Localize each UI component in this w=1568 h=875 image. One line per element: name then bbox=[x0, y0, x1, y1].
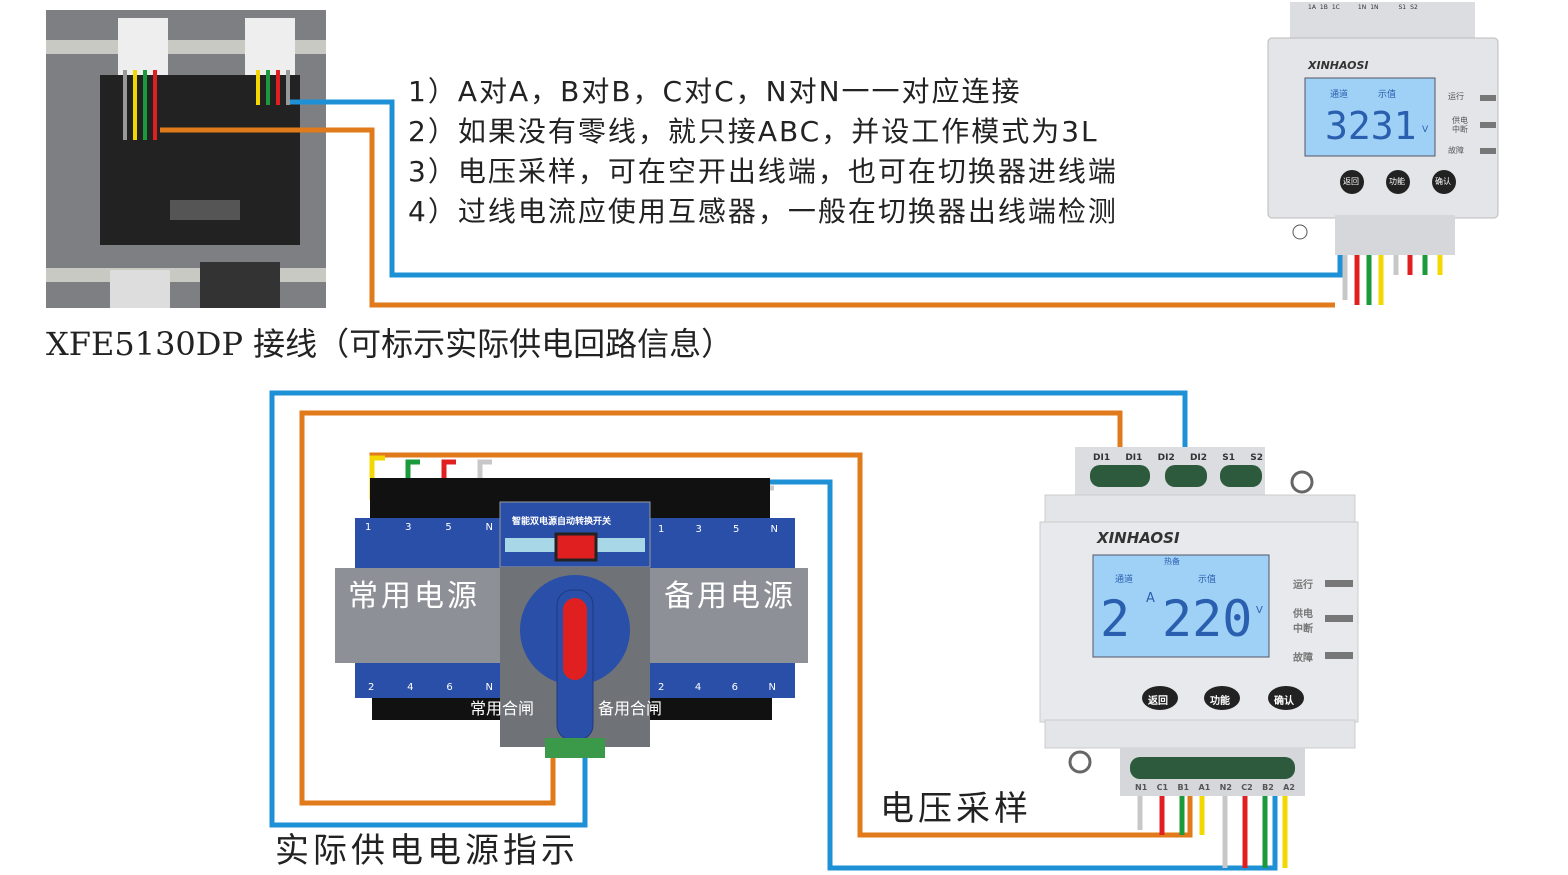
voltage-sampling-label: 电压采样 bbox=[880, 789, 1032, 829]
bottom-indicator-power: 供电 bbox=[1293, 609, 1313, 620]
top-lcd-label-left: 通道 bbox=[1330, 90, 1349, 100]
bottom-indicator-run: 运行 bbox=[1293, 580, 1313, 591]
ats-backup-output-terminals: 2 4 6 N bbox=[658, 682, 776, 694]
bottom-lcd-channel: 2 bbox=[1100, 590, 1131, 648]
terminal-label: 1C bbox=[1331, 4, 1340, 11]
bottom-lcd-mode: 热备 bbox=[1164, 557, 1180, 566]
wire-orange-top bbox=[160, 127, 1335, 308]
wire-orange-di1 bbox=[299, 410, 1123, 806]
ats-primary-label: 常用电源 bbox=[348, 579, 480, 614]
terminal-label: S2 bbox=[1250, 453, 1263, 463]
bottom-monitor-device bbox=[1039, 447, 1359, 796]
ats-primary-close-label: 常用合闸 bbox=[470, 699, 535, 718]
instruction-2: 2）如果没有零线，就只接ABC，并设工作模式为3L bbox=[408, 115, 1099, 148]
top-indicator-power-loss: 供电中断 bbox=[1452, 116, 1468, 134]
top-device-brand: XINHAOSI bbox=[1308, 59, 1369, 72]
terminal-label: 6 bbox=[446, 682, 453, 693]
bottom-lcd-label-right: 示值 bbox=[1198, 575, 1217, 585]
top-indicator-run: 运行 bbox=[1448, 92, 1464, 101]
top-lcd-value: 3231 bbox=[1325, 104, 1417, 148]
bottom-indicator-fault: 故障 bbox=[1293, 653, 1313, 664]
bottom-top-terminal-labels: DI1 DI1 DI2 DI2 S1 S2 bbox=[1093, 453, 1263, 463]
ats-backup-input-terminals: 1 3 5 N bbox=[658, 524, 778, 536]
bottom-lcd-label-left: 通道 bbox=[1115, 575, 1134, 585]
terminal-label: 5 bbox=[445, 522, 452, 533]
terminal-label: A1 bbox=[1198, 783, 1211, 792]
instruction-4: 4）过线电流应使用互感器，一般在切换器出线端检测 bbox=[408, 195, 1118, 228]
terminal-label: B1 bbox=[1177, 783, 1190, 792]
bottom-device-brand: XINHAOSI bbox=[1097, 529, 1180, 547]
instruction-3: 3）电压采样，可在空开出线端，也可在切换器进线端 bbox=[408, 155, 1118, 188]
terminal-label: A2 bbox=[1283, 783, 1295, 792]
terminal-label: B2 bbox=[1262, 783, 1274, 792]
bottom-lcd-value: 220 bbox=[1162, 590, 1253, 648]
ats-backup-close-label: 备用合闸 bbox=[598, 699, 663, 718]
top-indicator-fault: 故障 bbox=[1448, 146, 1464, 155]
terminal-label: S1 bbox=[1398, 4, 1407, 11]
terminal-label: 3 bbox=[695, 524, 702, 535]
top-lcd-label-right: 示值 bbox=[1378, 90, 1397, 100]
bottom-function-button[interactable]: 功能 bbox=[1210, 696, 1230, 707]
terminal-label: 1 bbox=[365, 522, 372, 533]
terminal-label: DI2 bbox=[1157, 453, 1175, 463]
terminal-label: 1A bbox=[1308, 4, 1316, 11]
bottom-back-button[interactable]: 返回 bbox=[1148, 696, 1168, 707]
top-function-button[interactable]: 功能 bbox=[1389, 177, 1405, 186]
terminal-label: 1N bbox=[1357, 4, 1367, 11]
ats-backup-label: 备用电源 bbox=[664, 579, 796, 614]
ats-primary-output-terminals: 2 4 6 N bbox=[368, 682, 493, 694]
terminal-label: N2 bbox=[1219, 783, 1232, 792]
instruction-1: 1）A对A，B对B，C对C，N对N一一对应连接 bbox=[408, 75, 1022, 108]
bottom-lcd-channel-unit: A bbox=[1146, 591, 1155, 606]
terminal-label: N bbox=[485, 522, 493, 533]
terminal-label: 1N bbox=[1370, 4, 1379, 11]
terminal-label: 4 bbox=[407, 682, 414, 693]
terminal-label: 2 bbox=[368, 682, 375, 693]
terminal-label: 4 bbox=[694, 682, 702, 693]
top-confirm-button[interactable]: 确认 bbox=[1435, 177, 1451, 186]
top-lcd-unit: V bbox=[1422, 125, 1429, 135]
top-back-button[interactable]: 返回 bbox=[1343, 177, 1359, 186]
terminal-label: C2 bbox=[1241, 783, 1253, 792]
terminal-label: DI1 bbox=[1125, 453, 1143, 463]
terminal-label: N1 bbox=[1135, 783, 1148, 792]
ats-switch bbox=[335, 478, 808, 758]
ats-title: 智能双电源自动转换开关 bbox=[512, 517, 612, 527]
terminal-label: N bbox=[768, 682, 776, 693]
terminal-label: 5 bbox=[733, 524, 740, 535]
bottom-lcd-unit: V bbox=[1256, 605, 1263, 616]
terminal-label: DI2 bbox=[1189, 453, 1208, 463]
bottom-indicator-interrupt: 中断 bbox=[1293, 624, 1313, 635]
ats-primary-input-terminals: 1 3 5 N bbox=[365, 522, 493, 534]
sampling-wires-bottom bbox=[1137, 795, 1288, 868]
terminal-label: 1B bbox=[1319, 4, 1328, 11]
wire-blue-top bbox=[290, 99, 1343, 278]
terminal-label: S2 bbox=[1410, 4, 1418, 11]
wire-blue-sampling bbox=[668, 479, 1278, 871]
terminal-label: N bbox=[770, 524, 778, 535]
terminal-label: DI1 bbox=[1093, 453, 1111, 463]
terminal-label: 3 bbox=[405, 522, 412, 533]
top-caption: XFE5130DP 接线（可标示实际供电回路信息） bbox=[46, 325, 734, 363]
power-indication-label: 实际供电电源指示 bbox=[275, 831, 579, 871]
wire-blue-di2 bbox=[269, 390, 1188, 828]
terminal-label: N bbox=[485, 682, 493, 693]
terminal-label: 1 bbox=[658, 524, 665, 535]
terminal-label: S1 bbox=[1222, 453, 1235, 463]
terminal-label: 6 bbox=[731, 682, 739, 693]
top-monitor-device bbox=[1267, 2, 1499, 255]
terminal-label: 2 bbox=[658, 682, 665, 693]
cabinet-photo bbox=[46, 10, 326, 308]
terminal-label: C1 bbox=[1156, 783, 1169, 792]
bottom-sampling-terminal-labels: N1 C1 B1 A1 N2 C2 B2 A2 bbox=[1135, 783, 1295, 792]
bottom-confirm-button[interactable]: 确认 bbox=[1274, 696, 1294, 707]
